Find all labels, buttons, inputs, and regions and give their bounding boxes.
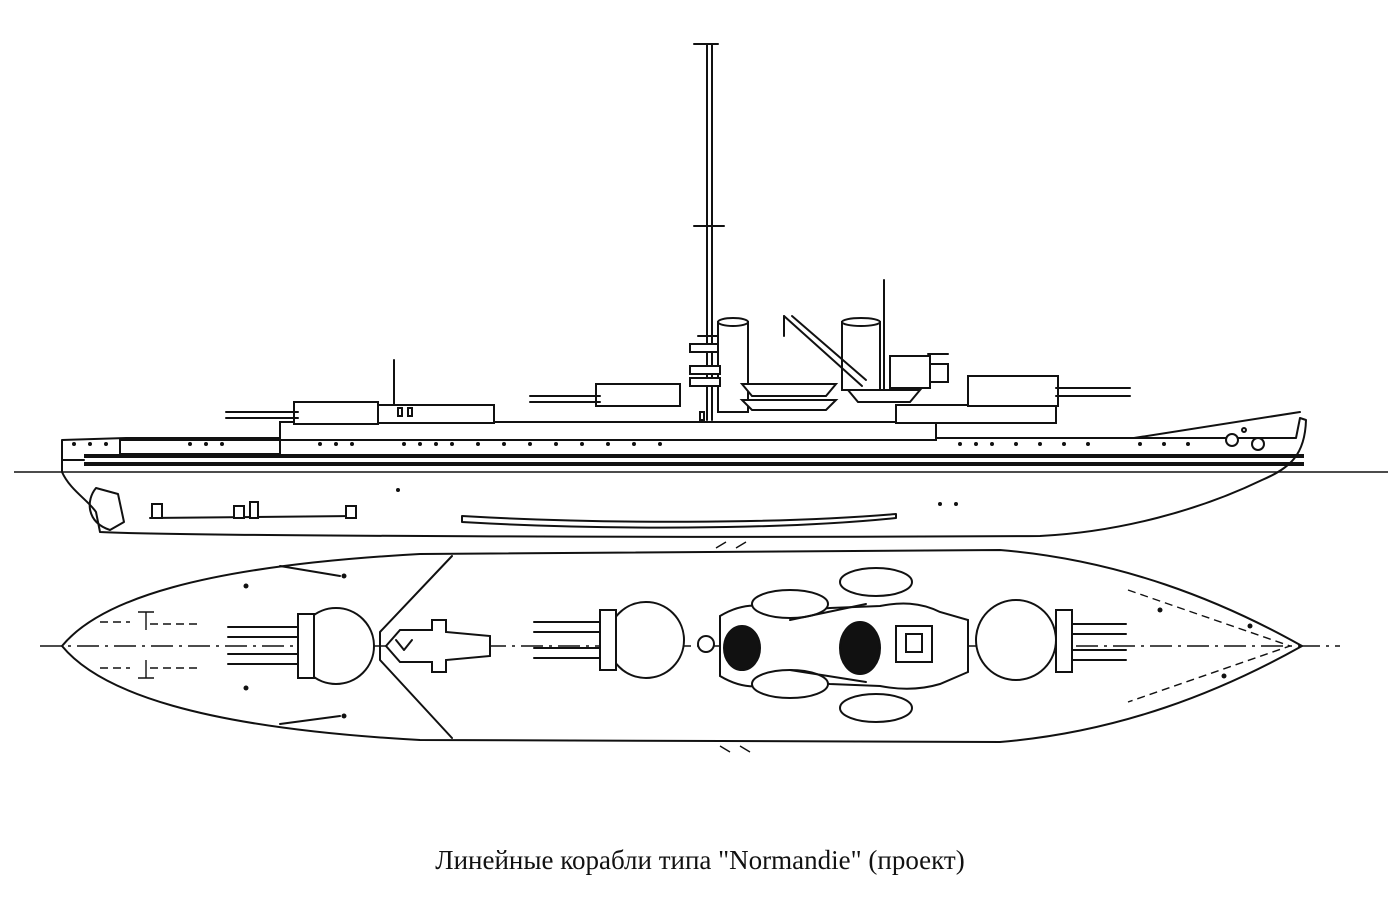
drawing-caption: Линейные корабли типа "Normandie" (проек…	[435, 845, 965, 875]
stern-details	[100, 611, 200, 679]
porthole	[204, 442, 208, 446]
porthole	[632, 442, 636, 446]
porthole	[1086, 442, 1090, 446]
porthole	[554, 442, 558, 446]
porthole	[350, 442, 354, 446]
porthole	[1138, 442, 1142, 446]
porthole	[402, 442, 406, 446]
porthole	[580, 442, 584, 446]
fwd-turret-side	[967, 375, 1131, 407]
central-superstructure-plan	[697, 567, 969, 723]
stern-deck-lines	[279, 565, 341, 725]
portholes	[396, 488, 958, 506]
porthole	[658, 442, 662, 446]
midship-turret-plan	[533, 601, 685, 679]
midship-turret-side	[529, 383, 681, 407]
funnel-aft	[689, 317, 749, 413]
porthole	[990, 442, 994, 446]
boats	[739, 383, 923, 411]
aft-superstructure	[279, 421, 937, 441]
deck-fittings	[243, 541, 1253, 753]
side-profile-view	[14, 43, 1388, 538]
aft-turret-plan	[227, 607, 375, 685]
ship-drawing	[14, 43, 1388, 753]
porthole	[1162, 442, 1166, 446]
deck-portholes	[72, 442, 1190, 446]
main-mast	[693, 43, 725, 421]
bilge-keel	[461, 513, 897, 529]
funnel-fwd-plan	[839, 621, 881, 675]
stern-rudder	[88, 487, 125, 531]
porthole	[88, 442, 92, 446]
porthole	[450, 442, 454, 446]
plan-view	[40, 541, 1340, 753]
porthole	[1014, 442, 1018, 446]
porthole	[418, 442, 422, 446]
fwd-superstructure	[895, 404, 1057, 424]
quarterdeck-break	[379, 555, 453, 739]
porthole	[318, 442, 322, 446]
bow-anchors	[1225, 427, 1265, 451]
stern-deck-block	[119, 439, 281, 455]
forecastle-line	[1133, 411, 1301, 439]
porthole	[220, 442, 224, 446]
funnel-aft-plan	[723, 625, 761, 671]
porthole	[434, 442, 438, 446]
porthole	[1062, 442, 1066, 446]
porthole	[528, 442, 532, 446]
porthole	[188, 442, 192, 446]
bow-details	[1127, 589, 1293, 703]
porthole	[104, 442, 108, 446]
aft-turret-side	[225, 401, 379, 425]
superstructure-windows	[397, 407, 705, 421]
porthole	[72, 442, 76, 446]
porthole	[974, 442, 978, 446]
crane	[783, 315, 867, 387]
porthole	[958, 442, 962, 446]
porthole	[334, 442, 338, 446]
porthole	[502, 442, 506, 446]
porthole	[1038, 442, 1042, 446]
midship-deck	[375, 404, 495, 424]
foremast	[883, 279, 949, 391]
porthole	[1186, 442, 1190, 446]
funnel-fwd	[841, 317, 881, 391]
aft-deckhouse-plan	[384, 619, 491, 673]
porthole	[606, 442, 610, 446]
propeller-shafts	[149, 501, 357, 519]
porthole	[476, 442, 480, 446]
fwd-turret-plan	[975, 599, 1127, 681]
deck-outline	[61, 549, 1303, 743]
